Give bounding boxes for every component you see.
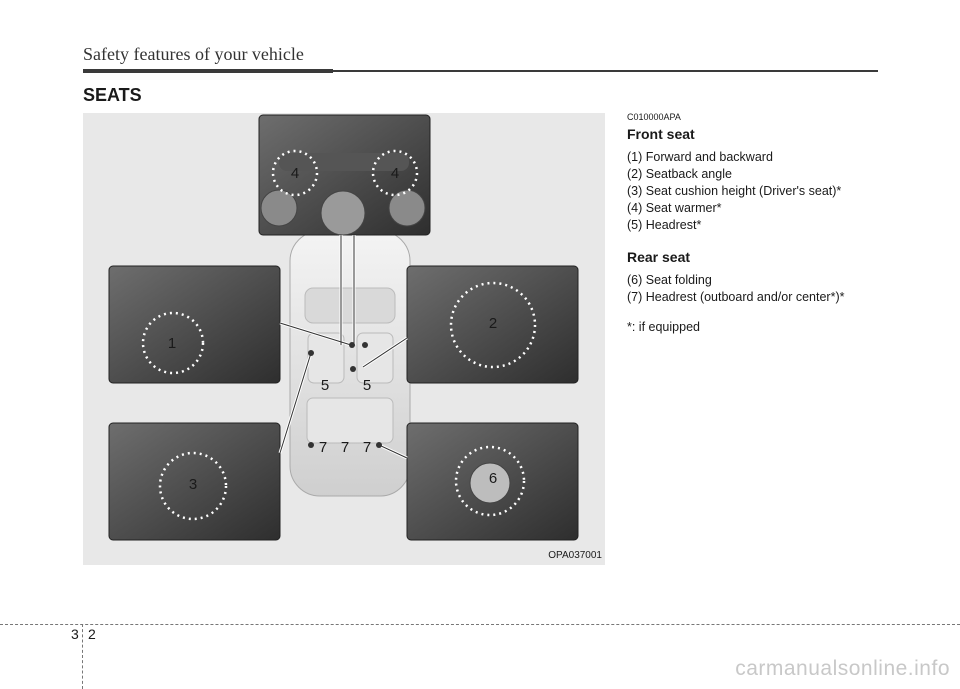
header-rule-thin [333,70,878,72]
front-item-5: (5) Headrest* [627,218,702,232]
callout-7-right: 7 [363,439,371,456]
callout-5-left: 5 [321,377,329,394]
rear-item-7: (7) Headrest (outboard and/or center*)* [627,290,845,304]
page-header-title: Safety features of your vehicle [83,44,304,64]
equipped-note: *: if equipped [627,320,700,334]
watermark: carmanualsonline.info [735,657,950,680]
callout-6: 6 [489,470,497,487]
content-code: C010000APA [627,112,681,122]
front-item-1: (1) Forward and backward [627,150,773,164]
section-title: SEATS [83,85,142,105]
figure-code: OPA037001 [548,550,602,561]
front-item-2: (2) Seatback angle [627,167,732,181]
seats-illustration: 4 4 1 2 5 5 7 7 7 3 6 OPA037001 [83,113,605,565]
callout-2: 2 [489,315,497,332]
content-column: C010000APA Front seat (1) Forward and ba… [627,112,927,334]
header-rule [83,69,333,73]
callout-4-left: 4 [291,165,299,182]
callout-3: 3 [189,476,197,493]
rear-item-6: (6) Seat folding [627,273,712,287]
callout-7-center: 7 [341,439,349,456]
page-number: 2 [88,626,96,642]
front-item-3: (3) Seat cushion height (Driver's seat)* [627,184,842,198]
chapter-number: 3 [71,626,79,642]
front-seat-title: Front seat [627,126,695,142]
callout-7-left: 7 [319,439,327,456]
rear-seat-title: Rear seat [627,249,691,265]
callout-4-right: 4 [391,165,399,182]
front-item-4: (4) Seat warmer* [627,201,722,215]
footer-divider [82,624,83,689]
callout-1: 1 [168,335,176,352]
footer-rule [0,624,960,625]
callout-5-right: 5 [363,377,371,394]
